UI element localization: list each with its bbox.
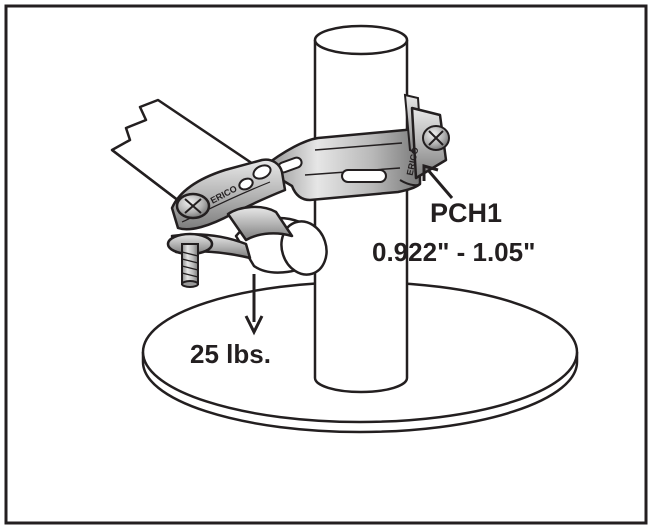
load-arrow xyxy=(244,274,264,336)
load-label: 25 lbs. xyxy=(190,339,271,369)
pch1-pointer-arrow xyxy=(422,164,454,199)
right-bolt-tab xyxy=(410,106,450,180)
hanger-bolt xyxy=(166,192,214,288)
size-range-label: 0.922" - 1.05" xyxy=(372,237,535,267)
vertical-pipe xyxy=(313,24,409,394)
part-label: PCH1 xyxy=(430,198,502,228)
